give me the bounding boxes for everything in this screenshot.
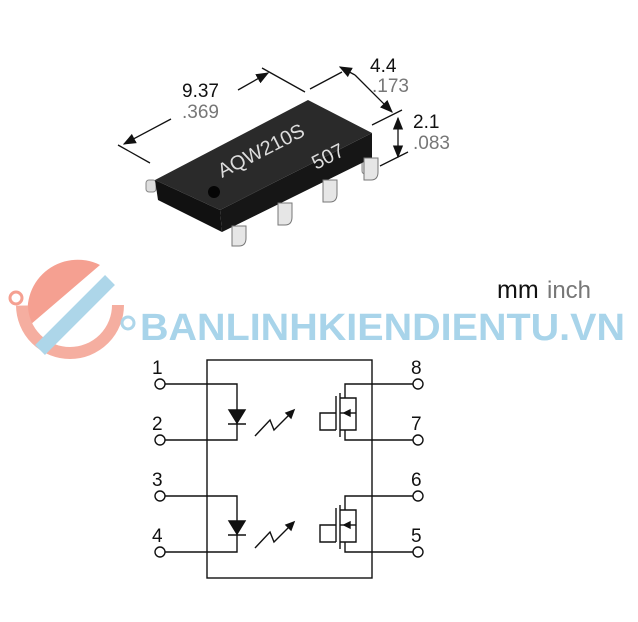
pin-label-2: 2 xyxy=(152,414,163,435)
pin-label-7: 7 xyxy=(411,414,422,435)
pin-label-6: 6 xyxy=(411,470,422,491)
length-mm: 9.37 xyxy=(182,81,219,102)
dimension-lines xyxy=(117,66,409,167)
pin-label-4: 4 xyxy=(152,526,163,547)
watermark-text: BANLINHKIENDIENTU.VN xyxy=(140,307,625,349)
light-arrow-2 xyxy=(254,521,295,549)
height-mm: 2.1 xyxy=(413,112,439,133)
pin-label-1: 1 xyxy=(152,358,163,379)
mosfet-2 xyxy=(319,495,413,553)
terminals xyxy=(154,378,424,558)
unit-mm: mm xyxy=(497,276,539,304)
chip-top-face xyxy=(155,100,372,210)
chip-front-face xyxy=(220,133,372,232)
schematic xyxy=(154,359,424,579)
chip-left-face xyxy=(155,180,222,232)
length-inch: .369 xyxy=(182,102,219,123)
unit-inch: inch xyxy=(547,277,591,304)
pin-label-5: 5 xyxy=(411,526,422,547)
pin1-dot xyxy=(208,186,220,198)
width-mm: 4.4 xyxy=(370,56,397,77)
chip-package: AQW210S 507 xyxy=(145,100,379,247)
light-arrow-1 xyxy=(254,409,295,437)
pin-label-8: 8 xyxy=(411,358,422,379)
mosfet-1 xyxy=(319,383,413,441)
width-inch: .173 xyxy=(372,76,409,97)
led-1 xyxy=(165,383,247,441)
height-inch: .083 xyxy=(413,133,450,154)
chip-pins-front xyxy=(231,157,379,247)
watermark-logo xyxy=(8,251,136,359)
led-2 xyxy=(165,495,247,553)
pin-label-3: 3 xyxy=(152,470,163,491)
